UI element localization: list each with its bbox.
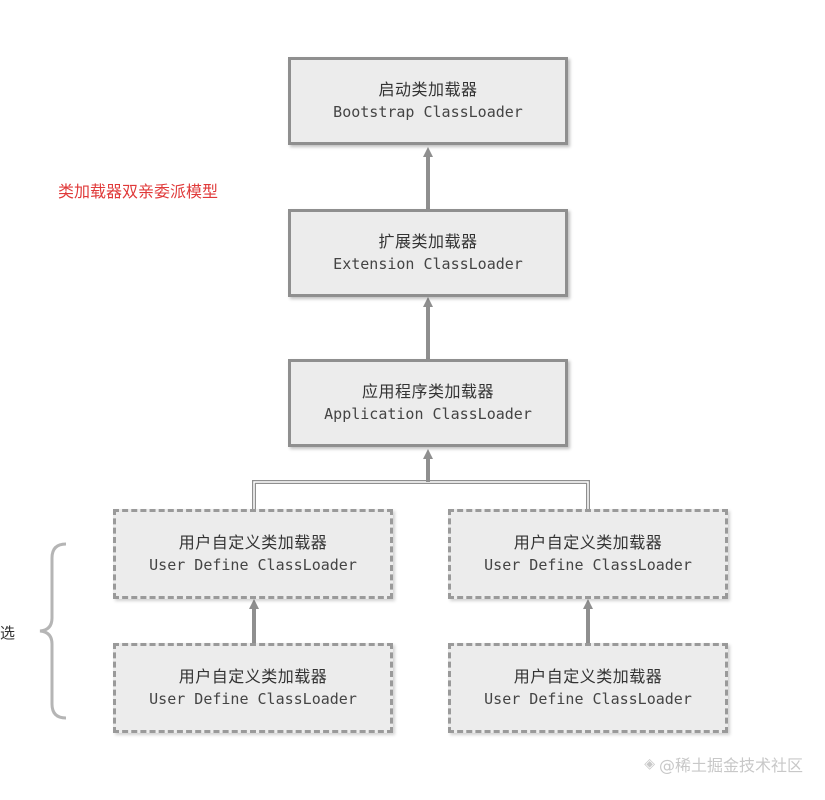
user-left-bottom-en-label: User Define ClassLoader: [149, 690, 357, 708]
application-en-label: Application ClassLoader: [324, 405, 532, 423]
user-left-top-en-label: User Define ClassLoader: [149, 556, 357, 574]
user-define-classloader-box-left-bottom: 用户自定义类加载器 User Define ClassLoader: [113, 643, 393, 733]
diagram-title: 类加载器双亲委派模型: [58, 182, 219, 201]
arrow-users-to-application: [252, 449, 590, 510]
bootstrap-classloader-box: 启动类加载器 Bootstrap ClassLoader: [288, 57, 568, 145]
curly-brace-icon: [39, 542, 67, 720]
watermark-text: @稀土掘金技术社区: [658, 756, 803, 775]
user-right-top-cn-label: 用户自定义类加载器: [513, 533, 663, 552]
juejin-logo-icon: ◈: [644, 756, 655, 772]
user-define-classloader-box-right-bottom: 用户自定义类加载器 User Define ClassLoader: [448, 643, 728, 733]
bootstrap-cn-label: 启动类加载器: [378, 80, 478, 99]
extension-classloader-box: 扩展类加载器 Extension ClassLoader: [288, 209, 568, 297]
extension-en-label: Extension ClassLoader: [333, 255, 523, 273]
user-right-bottom-en-label: User Define ClassLoader: [484, 690, 692, 708]
user-define-classloader-box-right-top: 用户自定义类加载器 User Define ClassLoader: [448, 509, 728, 599]
application-classloader-box: 应用程序类加载器 Application ClassLoader: [288, 359, 568, 447]
user-left-bottom-cn-label: 用户自定义类加载器: [178, 667, 328, 686]
user-right-bottom-cn-label: 用户自定义类加载器: [513, 667, 663, 686]
watermark: ◈ @稀土掘金技术社区: [644, 752, 803, 776]
user-define-classloader-box-left-top: 用户自定义类加载器 User Define ClassLoader: [113, 509, 393, 599]
bootstrap-en-label: Bootstrap ClassLoader: [333, 103, 523, 121]
extension-cn-label: 扩展类加载器: [378, 232, 478, 251]
side-label: 选: [0, 624, 16, 642]
application-cn-label: 应用程序类加载器: [361, 382, 494, 401]
user-right-top-en-label: User Define ClassLoader: [484, 556, 692, 574]
user-left-top-cn-label: 用户自定义类加载器: [178, 533, 328, 552]
